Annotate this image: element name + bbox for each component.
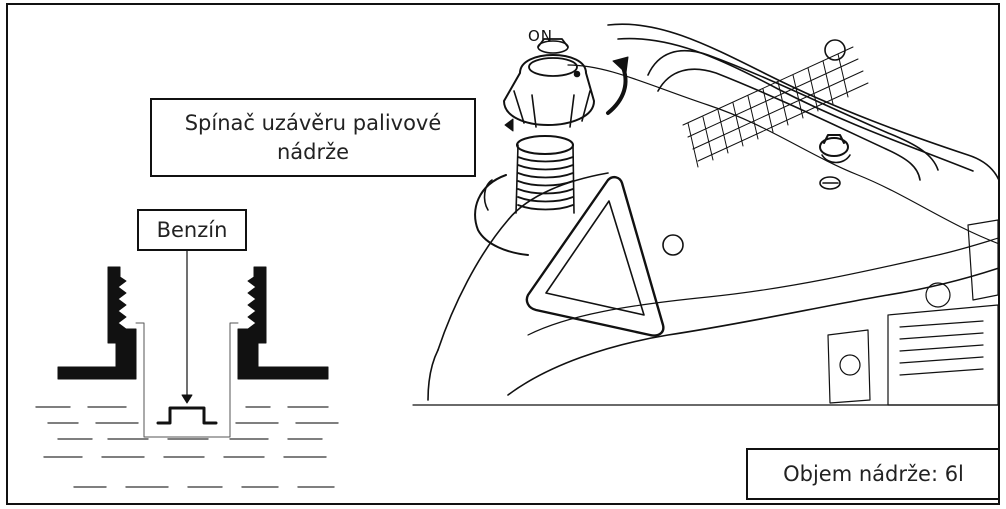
fuel-cap-icon <box>503 38 595 128</box>
choke-knob-icon <box>819 134 851 190</box>
cap-switch-label: Spínač uzávěru palivové nádrže <box>150 98 476 177</box>
diagram-art <box>35 23 998 488</box>
filler-neck-icon <box>474 135 575 256</box>
fuel-text: Benzín <box>156 218 228 242</box>
tank-volume-label: Objem nádrže: 6l <box>746 448 998 500</box>
on-mark: ON <box>528 27 554 45</box>
rotation-arrow-icon <box>504 56 629 132</box>
tank-cross-section-icon <box>35 246 339 488</box>
tank-volume-text: Objem nádrže: 6l <box>783 462 964 486</box>
cap-switch-text: Spínač uzávěru palivové nádrže <box>184 110 442 164</box>
diagram-frame: ON Spínač uzávěru palivové nádrže Benzín… <box>6 3 1000 505</box>
fuel-label: Benzín <box>137 209 247 251</box>
generator-housing-icon <box>412 23 998 406</box>
